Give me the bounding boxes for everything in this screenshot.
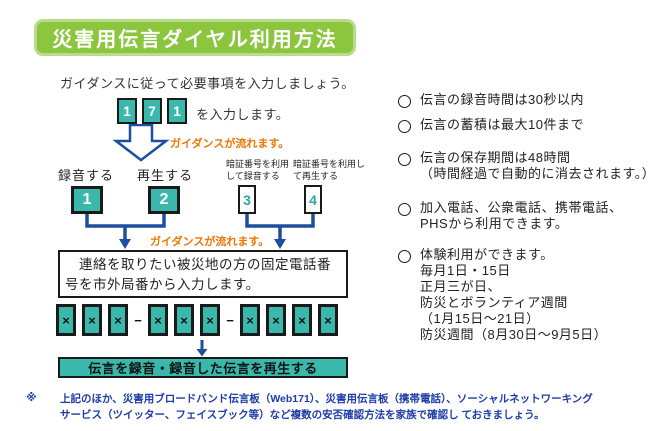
phone-digit-box: × — [82, 304, 102, 336]
phone-entry-instruction: 連絡を取りたい被災地の方の固定電話番 号を市外局番から入力します。 — [58, 250, 348, 298]
phone-digit-box: × — [240, 304, 260, 336]
small-down-arrow-icon — [196, 340, 208, 357]
note-text: 加入電話、公衆電話、携帯電話、 PHSから利用できます。 — [420, 200, 623, 231]
result-bar: 伝言を録音・録音した伝言を再生する — [58, 357, 348, 378]
phone-digit-box: × — [266, 304, 286, 336]
phone-digit-box: × — [318, 304, 338, 336]
note-item: 体験利用ができます。 毎月1日・15日 正月三が日、 防災とボランティア週間 （… — [398, 247, 607, 343]
option-pin-play-key: 4 — [304, 185, 322, 214]
bullet-circle-icon — [398, 203, 411, 216]
bullet-circle-icon — [398, 250, 411, 263]
subtitle: ガイダンスに従って必要事項を入力しましょう。 — [60, 76, 355, 91]
note-text: 伝言の保存期間は48時間 （時間経過で自動的に消去されます。） — [420, 150, 656, 181]
note-text: 伝言の録音時間は30秒以内 — [420, 92, 584, 107]
option-play-label: 再生する — [137, 168, 194, 183]
note-text: 伝言の蓄積は最大10件まで — [420, 117, 584, 132]
bullet-circle-icon — [398, 95, 411, 108]
page-title-banner: 災害用伝言ダイヤル利用方法 — [34, 19, 356, 56]
option-record-key: 1 — [71, 186, 103, 214]
option-pin-record-label: 暗証番号を利用 して録音する — [226, 159, 290, 181]
page-title: 災害用伝言ダイヤル利用方法 — [52, 29, 338, 51]
dial-digit-box: 1 — [167, 98, 187, 124]
note-item: 伝言の録音時間は30秒以内 — [398, 92, 584, 108]
note-text: 体験利用ができます。 毎月1日・15日 正月三が日、 防災とボランティア週間 （… — [420, 247, 608, 342]
bullet-circle-icon — [398, 120, 411, 133]
dial-suffix-label: を入力します。 — [196, 107, 290, 122]
phone-separator: − — [226, 312, 234, 328]
note-item: 伝言の保存期間は48時間 （時間経過で自動的に消去されます。） — [398, 150, 655, 182]
phone-number-boxes: × × × − × × × − × × × × — [56, 304, 348, 336]
dial-number-row: 1 7 1 — [117, 98, 187, 124]
footer-text: 上記のほか、災害用ブロードバンド伝言板（Web171）、災害用伝言板（携帯電話）… — [60, 393, 593, 422]
bullet-circle-icon — [398, 153, 411, 166]
option-pin-play-label: 暗証番号を利用し て再生する — [293, 159, 366, 181]
phone-digit-box: × — [200, 304, 220, 336]
flow-connector-lines — [85, 214, 315, 249]
phone-digit-box: × — [174, 304, 194, 336]
dial-digit-box: 7 — [142, 98, 162, 124]
phone-digit-box: × — [292, 304, 312, 336]
phone-digit-box: × — [56, 304, 76, 336]
phone-digit-box: × — [148, 304, 168, 336]
note-item: 加入電話、公衆電話、携帯電話、 PHSから利用できます。 — [398, 200, 623, 232]
dial-digit-box: 1 — [117, 98, 137, 124]
footer-marker: ※ — [26, 392, 37, 404]
option-play-key: 2 — [148, 186, 180, 214]
option-record-label: 録音する — [58, 168, 115, 183]
phone-digit-box: × — [108, 304, 128, 336]
down-arrow-icon — [112, 124, 170, 162]
note-item: 伝言の蓄積は最大10件まで — [398, 117, 584, 133]
guidance-note-first: ガイダンスが流れます。 — [170, 138, 290, 150]
phone-separator: − — [134, 312, 142, 328]
footer-note: ※ 上記のほか、災害用ブロードバンド伝言板（Web171）、災害用伝言板（携帯電… — [26, 391, 650, 424]
guidance-note-second: ガイダンスが流れます。 — [150, 236, 270, 248]
option-pin-record-key: 3 — [238, 185, 256, 214]
